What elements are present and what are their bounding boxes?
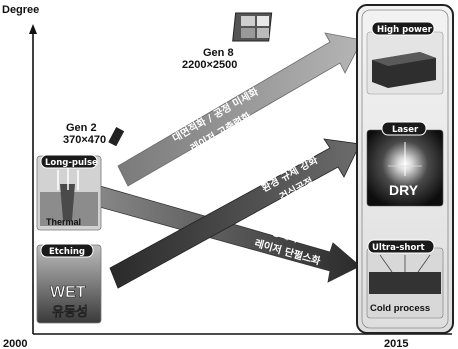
y-axis-arrowhead <box>29 24 37 34</box>
gen8-title: Gen 8 <box>203 47 234 59</box>
right-process-high-power: High power <box>367 22 443 94</box>
gen2-title: Gen 2 <box>66 122 97 134</box>
gen8-group: Gen 8 2200×2500 <box>182 13 272 71</box>
right-process-laser: Laser DRY <box>367 122 443 206</box>
gen2-size: 370×470 <box>63 134 106 146</box>
long-pulse-caption: Thermal <box>46 217 81 227</box>
x-axis-start-label: 2000 <box>3 338 27 349</box>
y-axis-label: Degree <box>2 4 39 16</box>
gen2-group: Gen 2 370×470 <box>63 122 124 146</box>
left-process-etching: Etching WET 유동성 <box>37 244 101 323</box>
right-panel: High power Laser DRY Ultra-short Cold pr… <box>357 5 453 333</box>
etching-caption-line2: 유동성 <box>52 305 88 320</box>
ultra-short-caption: Cold process <box>370 303 430 314</box>
left-process-long-pulse: Long-pulse Thermal <box>37 155 101 230</box>
x-axis-end-label: 2015 <box>384 338 408 349</box>
etching-caption-line1: WET <box>50 284 86 301</box>
etching-label: Etching <box>49 247 85 257</box>
laser-label: Laser <box>392 125 419 135</box>
right-process-ultra-short: Ultra-short Cold process <box>367 240 443 318</box>
high-power-label: High power <box>377 25 433 35</box>
gen8-size: 2200×2500 <box>182 59 237 71</box>
gen8-glass-image <box>233 13 272 41</box>
arrows: 대면적화 / 공정 미세화 레이저 고출력화 고정세화 레이저 단펄스화 환경 … <box>96 33 362 288</box>
ultra-short-label: Ultra-short <box>372 243 425 253</box>
laser-caption: DRY <box>389 182 419 198</box>
long-pulse-label: Long-pulse <box>45 158 98 168</box>
gen2-glass-image <box>108 127 124 146</box>
